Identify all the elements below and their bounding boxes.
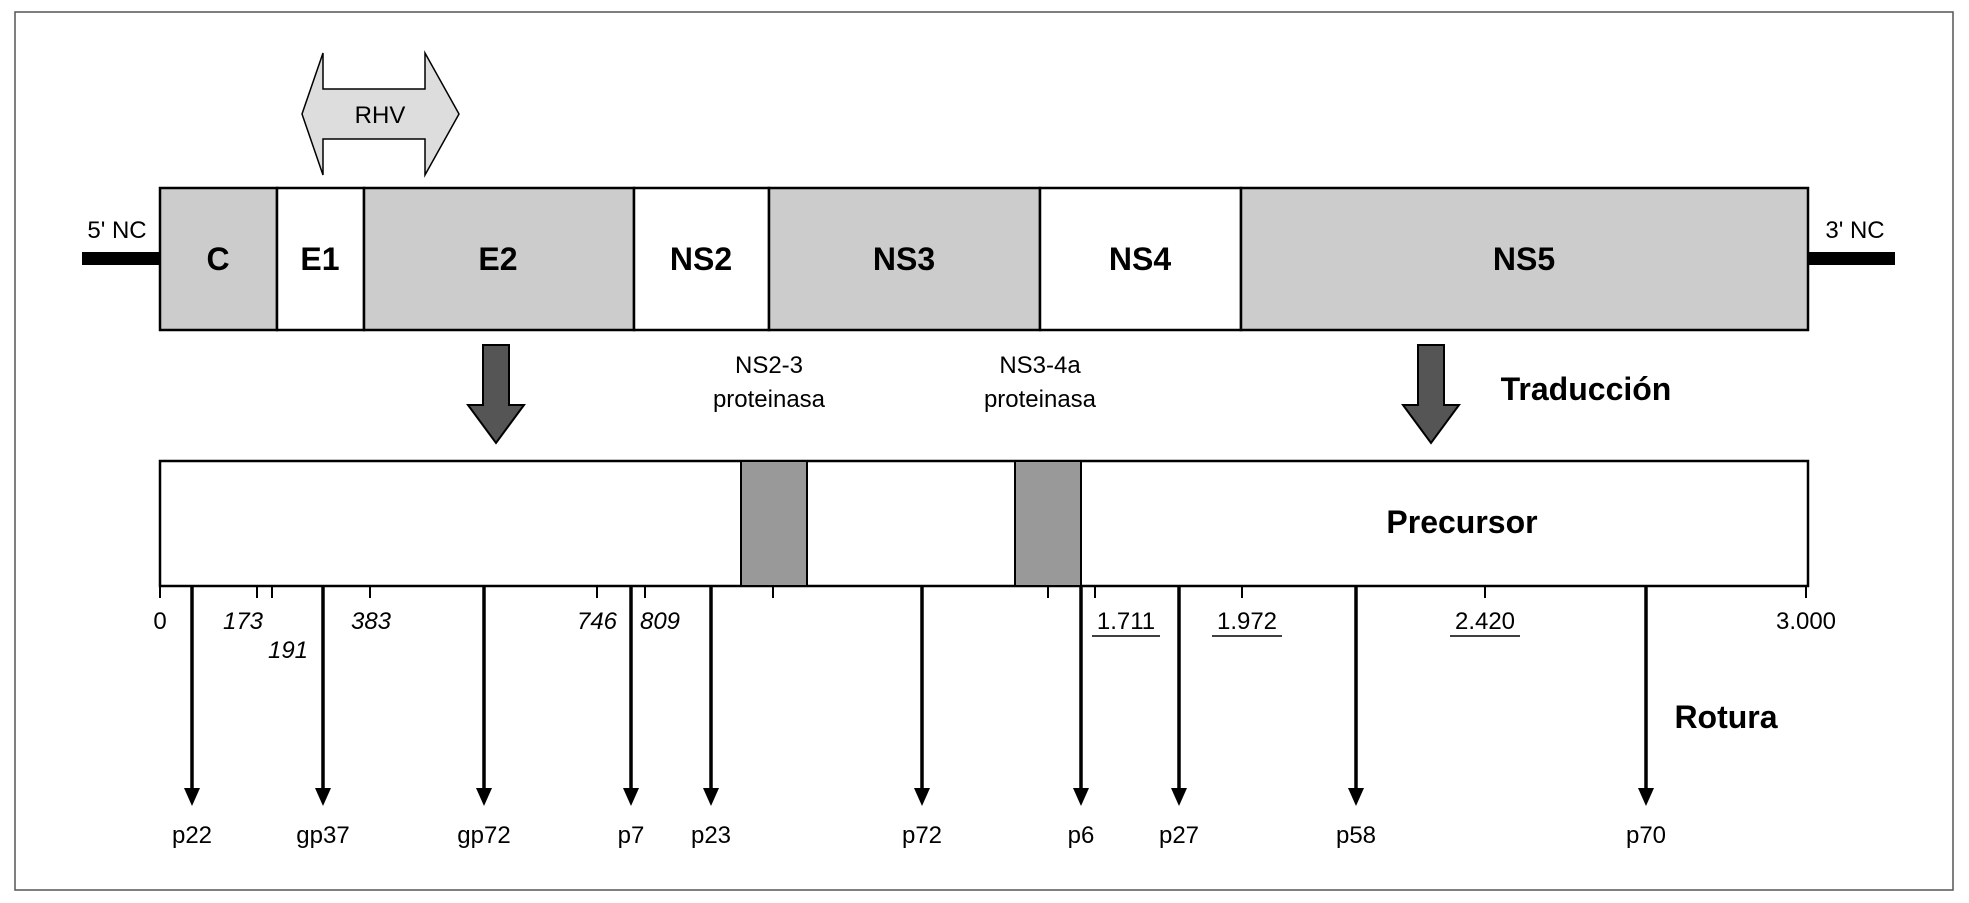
scale-label-173: 173 bbox=[223, 608, 264, 635]
ns3-4a-proteinase-block bbox=[1014, 460, 1082, 587]
cleavage-arrow-head bbox=[1348, 788, 1364, 806]
cleavage-p58: p58 bbox=[1336, 586, 1376, 849]
region-e2: E2 bbox=[362, 186, 636, 332]
scale-label-0: 0 bbox=[153, 608, 166, 635]
ns3-4a-proteinase-line2: proteinasa bbox=[984, 386, 1097, 413]
precursor-label: Precursor bbox=[1386, 504, 1537, 540]
scale-label-2420: 2.420 bbox=[1455, 608, 1515, 635]
region-label-ns3: NS3 bbox=[873, 241, 935, 277]
ns3-4a-proteinase-line1: NS3-4a bbox=[999, 352, 1081, 379]
region-label-c: C bbox=[206, 241, 229, 277]
rotura-label: Rotura bbox=[1674, 699, 1777, 735]
traduccion-label: Traducción bbox=[1501, 371, 1672, 407]
region-e1: E1 bbox=[275, 186, 366, 332]
product-label-p6: p6 bbox=[1068, 822, 1095, 849]
cleavage-arrow-head bbox=[184, 788, 200, 806]
figure-frame bbox=[14, 11, 1954, 891]
scale-label-1972: 1.972 bbox=[1217, 608, 1277, 635]
product-label-p27: p27 bbox=[1159, 822, 1199, 849]
scale-label-746: 746 bbox=[577, 608, 618, 635]
cleavage-arrow-head bbox=[1638, 788, 1654, 806]
region-label-ns5: NS5 bbox=[1493, 241, 1555, 277]
region-ns5: NS5 bbox=[1239, 186, 1810, 332]
scale-label-809: 809 bbox=[640, 608, 680, 635]
ns2-3-proteinase-line2: proteinasa bbox=[713, 386, 826, 413]
product-label-p23: p23 bbox=[691, 822, 731, 849]
product-label-p72: p72 bbox=[902, 822, 942, 849]
cleavage-arrow-head bbox=[1073, 788, 1089, 806]
translation-arrow-left bbox=[466, 344, 526, 445]
product-label-p22: p22 bbox=[172, 822, 212, 849]
scale-label-3000: 3.000 bbox=[1776, 608, 1836, 635]
rhv-double-arrow bbox=[301, 50, 460, 178]
cleavage-p72: p72 bbox=[902, 586, 942, 849]
cleavage-p70: p70 bbox=[1626, 586, 1666, 849]
cleavage-gp37: gp37 bbox=[296, 586, 350, 849]
region-label-e1: E1 bbox=[300, 241, 339, 277]
region-label-e2: E2 bbox=[478, 241, 517, 277]
cleavage-arrow-head bbox=[703, 788, 719, 806]
product-label-p70: p70 bbox=[1626, 822, 1666, 849]
cleavage-arrow-head bbox=[315, 788, 331, 806]
three-prime-label: 3' NC bbox=[1825, 217, 1884, 244]
region-ns3: NS3 bbox=[767, 186, 1042, 332]
region-label-ns4: NS4 bbox=[1109, 241, 1171, 277]
cleavage-p7: p7 bbox=[618, 586, 645, 849]
region-ns2: NS2 bbox=[632, 186, 771, 332]
product-label-p7: p7 bbox=[618, 822, 645, 849]
cleavage-arrow-head bbox=[1171, 788, 1187, 806]
cleavage-p27: p27 bbox=[1159, 586, 1199, 849]
cleavage-arrow-head bbox=[476, 788, 492, 806]
product-label-p58: p58 bbox=[1336, 822, 1376, 849]
scale-label-1711: 1.711 bbox=[1097, 608, 1155, 635]
ns2-3-proteinase-line1: NS2-3 bbox=[735, 352, 803, 379]
precursor-box bbox=[158, 459, 1810, 588]
region-ns4: NS4 bbox=[1038, 186, 1243, 332]
ns2-3-proteinase-block bbox=[740, 460, 808, 587]
five-prime-label: 5' NC bbox=[87, 217, 146, 244]
scale-label-191: 191 bbox=[268, 637, 308, 664]
three-prime-line bbox=[1808, 252, 1895, 265]
translation-arrow-right bbox=[1401, 344, 1461, 445]
product-label-gp72: gp72 bbox=[457, 822, 510, 849]
cleavage-arrow-head bbox=[914, 788, 930, 806]
scale-ticks bbox=[159, 586, 1807, 598]
cleavage-p23: p23 bbox=[691, 586, 731, 849]
five-prime-line bbox=[82, 252, 160, 265]
scale-label-383: 383 bbox=[351, 608, 392, 635]
region-label-ns2: NS2 bbox=[670, 241, 732, 277]
cleavage-gp72: gp72 bbox=[457, 586, 511, 849]
cleavage-products: p22 gp37 gp72 p7 p23 p72 p6 p27 p58 p70 bbox=[172, 586, 1666, 849]
rhv-label: RHV bbox=[355, 102, 406, 129]
product-label-gp37: gp37 bbox=[296, 822, 349, 849]
cleavage-p22: p22 bbox=[172, 586, 212, 849]
cleavage-p6: p6 bbox=[1068, 586, 1095, 849]
scale-labels: 0 173 191 383 746 809 1.711 1.972 2.420 … bbox=[153, 608, 1836, 664]
genome-regions: C E1 E2 NS2 NS3 NS4 NS5 bbox=[158, 186, 1810, 332]
region-c: C bbox=[158, 186, 279, 332]
cleavage-arrow-head bbox=[623, 788, 639, 806]
